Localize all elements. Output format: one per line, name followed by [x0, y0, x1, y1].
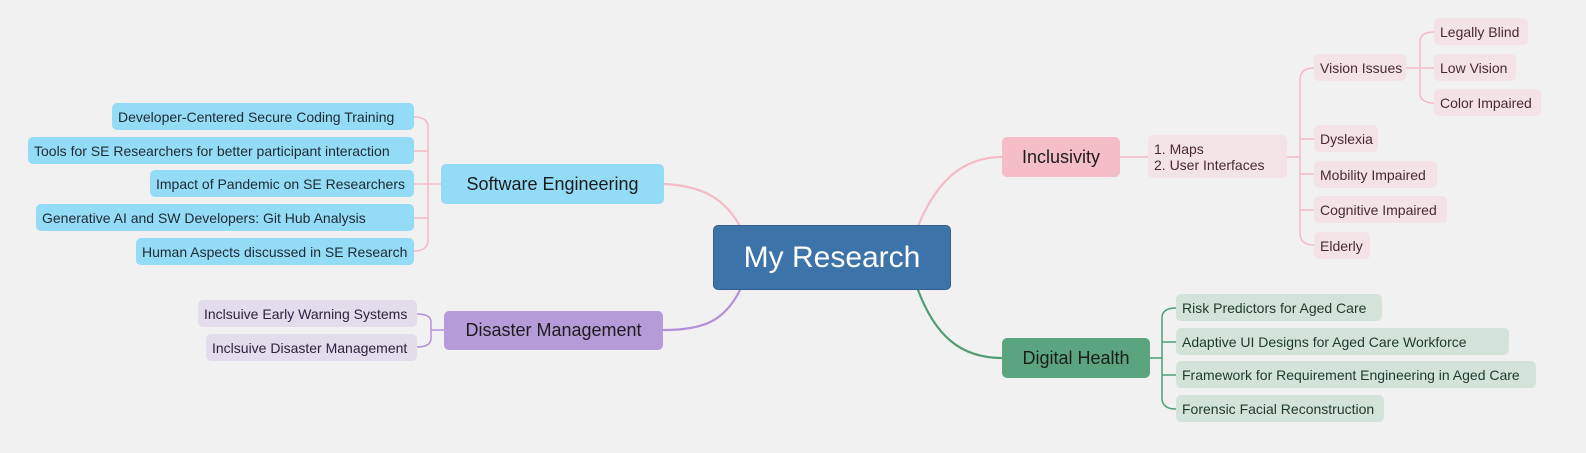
- subtopic-label: Inclsuive Disaster Management: [212, 339, 408, 356]
- subtopic-vision-issues[interactable]: Vision Issues: [1314, 54, 1406, 81]
- subtopic-forensic-facial-reconstruction[interactable]: Forensic Facial Reconstruction: [1176, 395, 1384, 422]
- link-root-software-engineering: [662, 182, 742, 228]
- link-root-disaster-management: [662, 288, 742, 332]
- bracket-vision-issues: [1406, 31, 1435, 104]
- root-node[interactable]: My Research: [713, 225, 951, 290]
- leaf-label: Color Impaired: [1440, 94, 1532, 111]
- subtopic-label: Framework for Requirement Engineering in…: [1182, 366, 1520, 383]
- topic-inclusivity[interactable]: Inclusivity: [1002, 137, 1120, 177]
- leaf-legally-blind[interactable]: Legally Blind: [1434, 18, 1528, 45]
- subtopic-label: Elderly: [1320, 237, 1363, 254]
- subtopic-early-warning-systems[interactable]: Inclsuive Early Warning Systems: [198, 300, 417, 327]
- leaf-low-vision[interactable]: Low Vision: [1434, 54, 1516, 81]
- topic-software-engineering[interactable]: Software Engineering: [441, 164, 664, 204]
- topic-digital-health[interactable]: Digital Health: [1002, 338, 1150, 378]
- subtopic-label: Vision Issues: [1320, 59, 1403, 76]
- subtopic-inclusive-disaster-management[interactable]: Inclsuive Disaster Management: [206, 334, 417, 361]
- subtopic-label: Impact of Pandemic on SE Researchers: [156, 175, 406, 192]
- link-root-digital-health: [916, 288, 1004, 360]
- inclusivity-focus-areas[interactable]: 1. Maps 2. User Interfaces: [1148, 135, 1287, 178]
- leaf-color-impaired[interactable]: Color Impaired: [1434, 89, 1541, 116]
- bracket-inclusivity: [1287, 67, 1315, 246]
- subtopic-pandemic-impact[interactable]: Impact of Pandemic on SE Researchers: [150, 170, 414, 197]
- subtopic-label: Tools for SE Researchers for better part…: [34, 142, 390, 159]
- topic-disaster-management[interactable]: Disaster Management: [444, 311, 663, 350]
- subtopic-label: Risk Predictors for Aged Care: [1182, 299, 1367, 316]
- subtopic-label: Developer-Centered Secure Coding Trainin…: [118, 108, 395, 125]
- subtopic-label: Mobility Impaired: [1320, 166, 1426, 183]
- leaf-label: Legally Blind: [1440, 23, 1520, 40]
- subtopic-label: Inclsuive Early Warning Systems: [204, 305, 408, 322]
- focus-item-maps: 1. Maps: [1154, 140, 1204, 157]
- topic-label: Disaster Management: [465, 320, 642, 340]
- subtopic-cognitive-impaired[interactable]: Cognitive Impaired: [1314, 196, 1447, 223]
- leaf-label: Low Vision: [1440, 59, 1508, 76]
- subtopic-risk-predictors[interactable]: Risk Predictors for Aged Care: [1176, 294, 1382, 321]
- subtopic-secure-coding-training[interactable]: Developer-Centered Secure Coding Trainin…: [112, 103, 414, 130]
- subtopic-mobility-impaired[interactable]: Mobility Impaired: [1314, 161, 1437, 188]
- subtopic-requirement-engineering-framework[interactable]: Framework for Requirement Engineering in…: [1176, 361, 1536, 388]
- subtopic-human-aspects[interactable]: Human Aspects discussed in SE Research: [136, 238, 414, 265]
- bracket-digital-health: [1150, 307, 1177, 410]
- subtopic-label: Cognitive Impaired: [1320, 201, 1437, 218]
- subtopic-elderly[interactable]: Elderly: [1314, 232, 1370, 259]
- subtopic-label: Dyslexia: [1320, 130, 1373, 147]
- subtopic-dyslexia[interactable]: Dyslexia: [1314, 125, 1378, 152]
- bracket-software-engineering: [413, 116, 441, 252]
- focus-item-user-interfaces: 2. User Interfaces: [1154, 156, 1265, 173]
- subtopic-se-researcher-tools[interactable]: Tools for SE Researchers for better part…: [28, 137, 414, 164]
- subtopic-label: Human Aspects discussed in SE Research: [142, 243, 408, 260]
- subtopic-generative-ai-github[interactable]: Generative AI and SW Developers: Git Hub…: [36, 204, 414, 231]
- root-label: My Research: [743, 240, 921, 274]
- topic-label: Digital Health: [1022, 347, 1130, 368]
- topic-label: Inclusivity: [1021, 146, 1101, 167]
- bracket-disaster-management: [416, 313, 444, 348]
- link-root-inclusivity: [916, 155, 1004, 228]
- subtopic-label: Forensic Facial Reconstruction: [1182, 400, 1375, 417]
- subtopic-label: Generative AI and SW Developers: Git Hub…: [42, 209, 366, 226]
- subtopic-adaptive-ui-designs[interactable]: Adaptive UI Designs for Aged Care Workfo…: [1176, 328, 1509, 355]
- subtopic-label: Adaptive UI Designs for Aged Care Workfo…: [1182, 333, 1467, 350]
- topic-label: Software Engineering: [466, 173, 639, 194]
